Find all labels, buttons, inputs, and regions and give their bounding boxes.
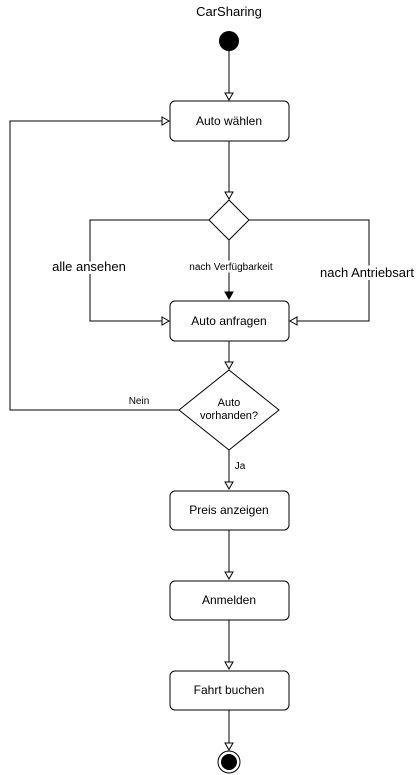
action-auto-anfragen-label: Auto anfragen bbox=[191, 314, 266, 328]
action-preis-anzeigen-label: Preis anzeigen bbox=[189, 503, 268, 517]
final-node-inner bbox=[221, 754, 237, 770]
action-anmelden-label: Anmelden bbox=[202, 593, 256, 607]
edge-label-nein: Nein bbox=[129, 396, 150, 407]
initial-node bbox=[219, 31, 239, 51]
edge-nein-loop bbox=[9, 116, 179, 411]
action-auto-waehlen-label: Auto wählen bbox=[196, 114, 262, 128]
edge-label-nach-antriebsart: nach Antriebsart bbox=[320, 265, 414, 280]
edge-label-ja: Ja bbox=[235, 461, 246, 472]
edge-label-nach-verfuegbarkeit: nach Verfügbarkeit bbox=[189, 262, 273, 273]
edge-nach-antriebsart bbox=[249, 219, 370, 326]
decision-filter-node bbox=[208, 199, 250, 241]
decision-auto-vorhanden-line2: vorhanden? bbox=[200, 410, 258, 422]
edge-alle-ansehen bbox=[89, 219, 209, 326]
diagram-title: CarSharing bbox=[196, 4, 262, 19]
action-fahrt-buchen-label: Fahrt buchen bbox=[194, 683, 265, 697]
edge-label-alle-ansehen: alle ansehen bbox=[52, 259, 126, 274]
decision-auto-vorhanden-line1: Auto bbox=[218, 397, 241, 409]
